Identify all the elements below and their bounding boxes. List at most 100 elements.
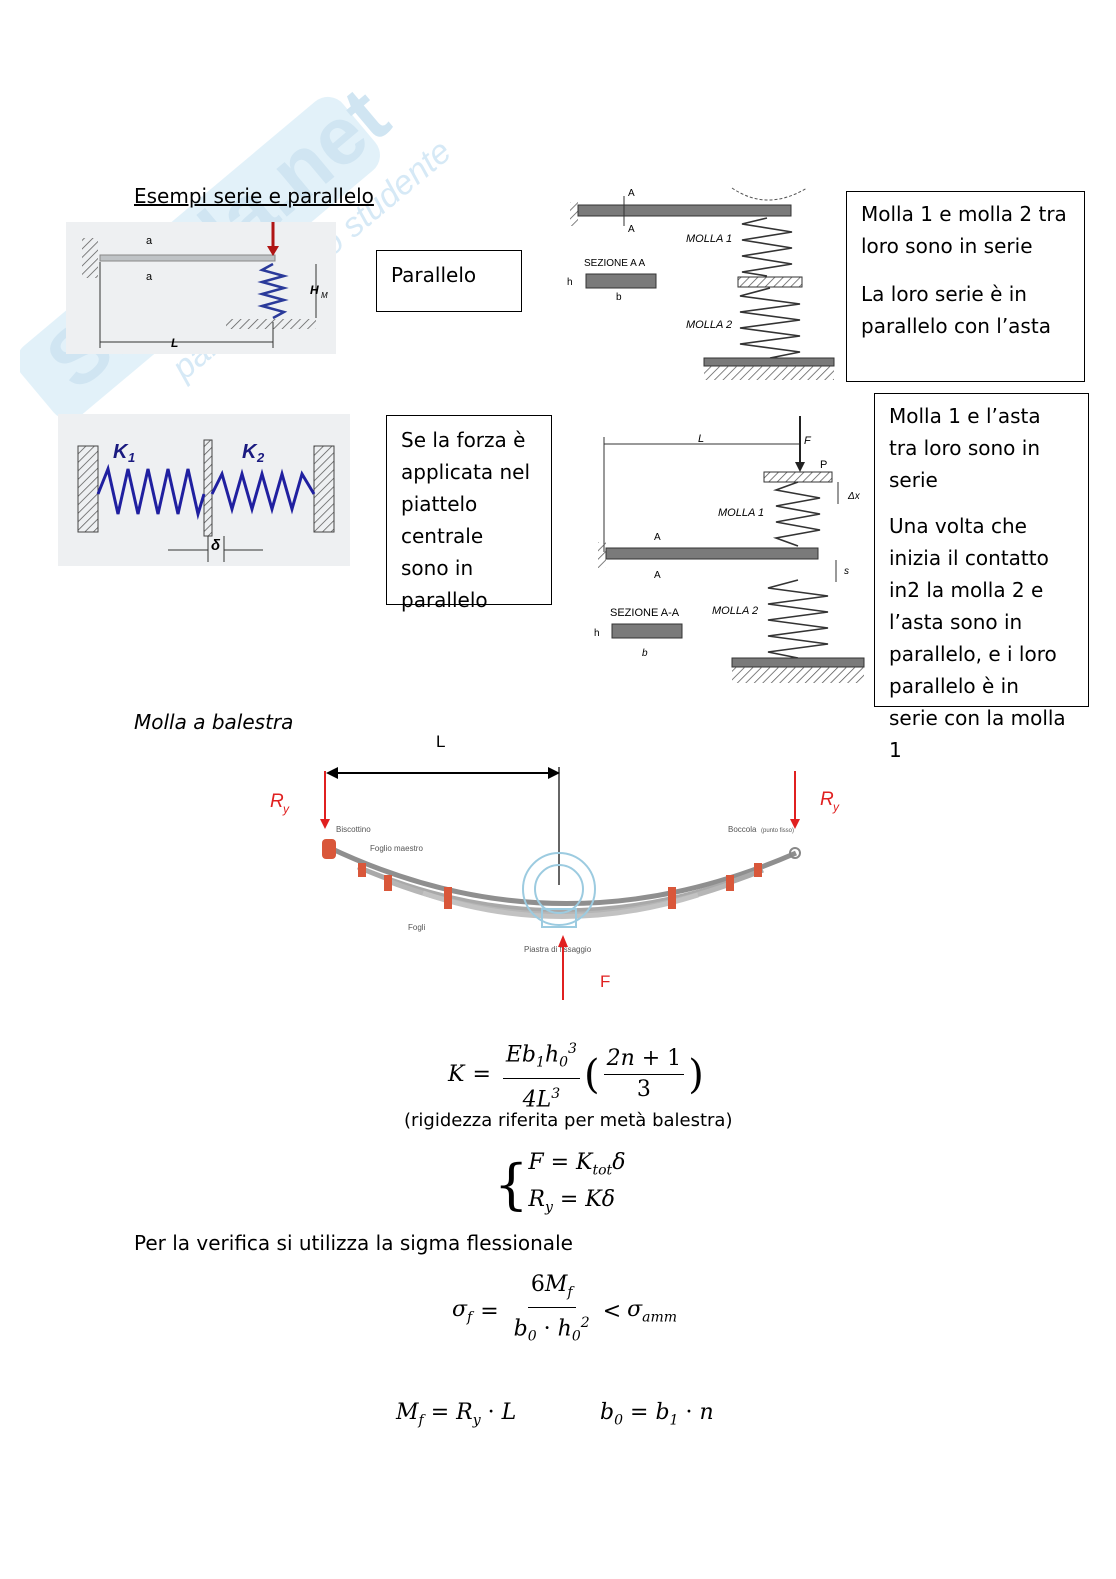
- label-boccola: Boccola: [728, 825, 757, 834]
- label-molla1: MOLLA 1: [686, 233, 732, 245]
- label-l: L: [436, 732, 445, 751]
- leaf-spring-diagram: L R y R y Biscottino Foglio maestro Bocc…: [270, 732, 840, 1000]
- label-ry-right: R: [820, 789, 834, 810]
- formula-b0: b0 = b1 · n: [600, 1400, 714, 1429]
- label-h: h: [594, 628, 600, 639]
- label-boccola-note: (punto fisso): [761, 828, 794, 834]
- box-serie2-line2: Una volta che inizia il contatto in2 la …: [889, 514, 1066, 762]
- label-k1-sub: 1: [128, 450, 135, 465]
- label-delta: δ: [211, 537, 221, 554]
- wall: [598, 542, 606, 568]
- label-a1: A: [654, 532, 661, 543]
- ground-hatch: [732, 667, 864, 683]
- section-rect: [585, 273, 657, 289]
- label-sezione: SEZIONE A-A: [610, 607, 680, 619]
- box-parallelo: Parallelo: [376, 250, 522, 312]
- label-biscottino: Biscottino: [336, 825, 371, 834]
- stiffness-caption: (rigidezza riferita per metà balestra): [404, 1110, 733, 1131]
- label-sezione: SEZIONE A A: [584, 258, 645, 269]
- box-serie-1: Molla 1 e molla 2 tra loro sono in serie…: [846, 191, 1085, 382]
- box-forza-parallelo: Se la forza è applicata nel piattelo cen…: [386, 415, 552, 612]
- label-dx: Δx: [847, 491, 861, 502]
- label-s: s: [844, 566, 849, 577]
- label-molla1: MOLLA 1: [718, 507, 764, 519]
- label-l: L: [171, 336, 178, 350]
- label-f: F: [804, 435, 812, 447]
- base: [703, 357, 835, 367]
- label-a-top: a: [146, 235, 153, 247]
- label-molla2: MOLLA 2: [686, 319, 732, 331]
- spring-coil: [257, 262, 289, 320]
- label-f: F: [600, 972, 610, 991]
- label-hm: H: [310, 283, 319, 297]
- box-parallelo-text: Parallelo: [391, 263, 477, 287]
- spring-molla1: [741, 217, 793, 277]
- label-k2: K: [242, 441, 258, 463]
- leaf-1: [326, 844, 798, 907]
- label-b: b: [642, 648, 648, 659]
- label-p: P: [820, 459, 827, 471]
- label-a1: A: [628, 188, 635, 199]
- spring-molla1: [772, 481, 821, 547]
- two-springs-diagram: K 1 K 2 δ: [58, 414, 350, 566]
- wall: [570, 202, 578, 226]
- label-piastra: Piastra di fissaggio: [524, 945, 592, 954]
- label-a-bottom: a: [146, 271, 153, 283]
- piastra-plate: [541, 908, 577, 928]
- left-wall: [77, 445, 99, 533]
- ground-hatch: [226, 319, 316, 329]
- spring-molla2: [739, 287, 801, 359]
- spring-molla2: [767, 579, 829, 659]
- formula-moment: Mf = Ry · L: [396, 1400, 517, 1429]
- section-title-balestra: Molla a balestra: [134, 710, 294, 734]
- leaf-4: [422, 890, 699, 919]
- mount-ring: [522, 852, 596, 926]
- label-ry-left: R: [270, 791, 284, 812]
- verifica-text: Per la verifica si utilizza la sigma fle…: [134, 1231, 573, 1255]
- beam: [99, 254, 276, 262]
- section-rect: [611, 623, 683, 639]
- clamp: [358, 863, 366, 877]
- clamp: [754, 863, 762, 877]
- label-ry-left-sub: y: [282, 802, 290, 816]
- contact-springs-diagram: L F P Δx MOLLA 1 A A s MOLLA 2 SEZIONE A…: [594, 416, 865, 683]
- label-foglio-maestro: Foglio maestro: [370, 844, 423, 853]
- label-k1: K: [113, 441, 129, 463]
- plate-p: [763, 471, 833, 483]
- clamp: [384, 875, 392, 891]
- label-k2-sub: 2: [256, 450, 265, 465]
- label-fogli: Fogli: [408, 923, 426, 932]
- series-springs-diagram: A A MOLLA 1 MOLLA 2 SEZIONE A A h b: [567, 187, 835, 380]
- center-plate: [203, 439, 213, 537]
- boccola-eye: [789, 847, 801, 859]
- ground-hatch: [704, 366, 834, 380]
- base: [731, 657, 865, 668]
- label-l: L: [698, 433, 704, 445]
- label-molla2: MOLLA 2: [712, 605, 758, 617]
- box-serie2-line1: Molla 1 e l’asta tra loro sono in serie: [889, 404, 1041, 492]
- beam: [577, 204, 792, 217]
- label-a2: A: [628, 224, 635, 235]
- label-hm-sub: M: [321, 291, 328, 300]
- clamp: [668, 887, 676, 909]
- label-a2: A: [654, 570, 661, 581]
- clamp: [444, 887, 452, 909]
- biscottino-eye: [322, 839, 336, 859]
- plate: [737, 276, 803, 288]
- box-serie1-line1: Molla 1 e molla 2 tra loro sono in serie: [861, 202, 1067, 258]
- box-forza-text: Se la forza è applicata nel piattelo cen…: [401, 428, 531, 612]
- section-title-esempi: Esempi serie e parallelo: [134, 184, 374, 208]
- beam: [605, 547, 819, 560]
- box-serie1-line2: La loro serie è in parallelo con l’asta: [861, 282, 1051, 338]
- formula-system: { F = Ktotδ Ry = Kδ: [494, 1150, 626, 1217]
- label-b: b: [616, 292, 622, 303]
- label-h: h: [567, 277, 573, 288]
- box-serie-2: Molla 1 e l’asta tra loro sono in serie …: [874, 393, 1089, 762]
- right-wall: [313, 445, 335, 533]
- wall-hatch: [82, 238, 98, 278]
- cantilever-spring-diagram: a a H M L: [66, 222, 336, 354]
- spring-k2: [210, 468, 316, 515]
- spring-k1: [96, 463, 206, 520]
